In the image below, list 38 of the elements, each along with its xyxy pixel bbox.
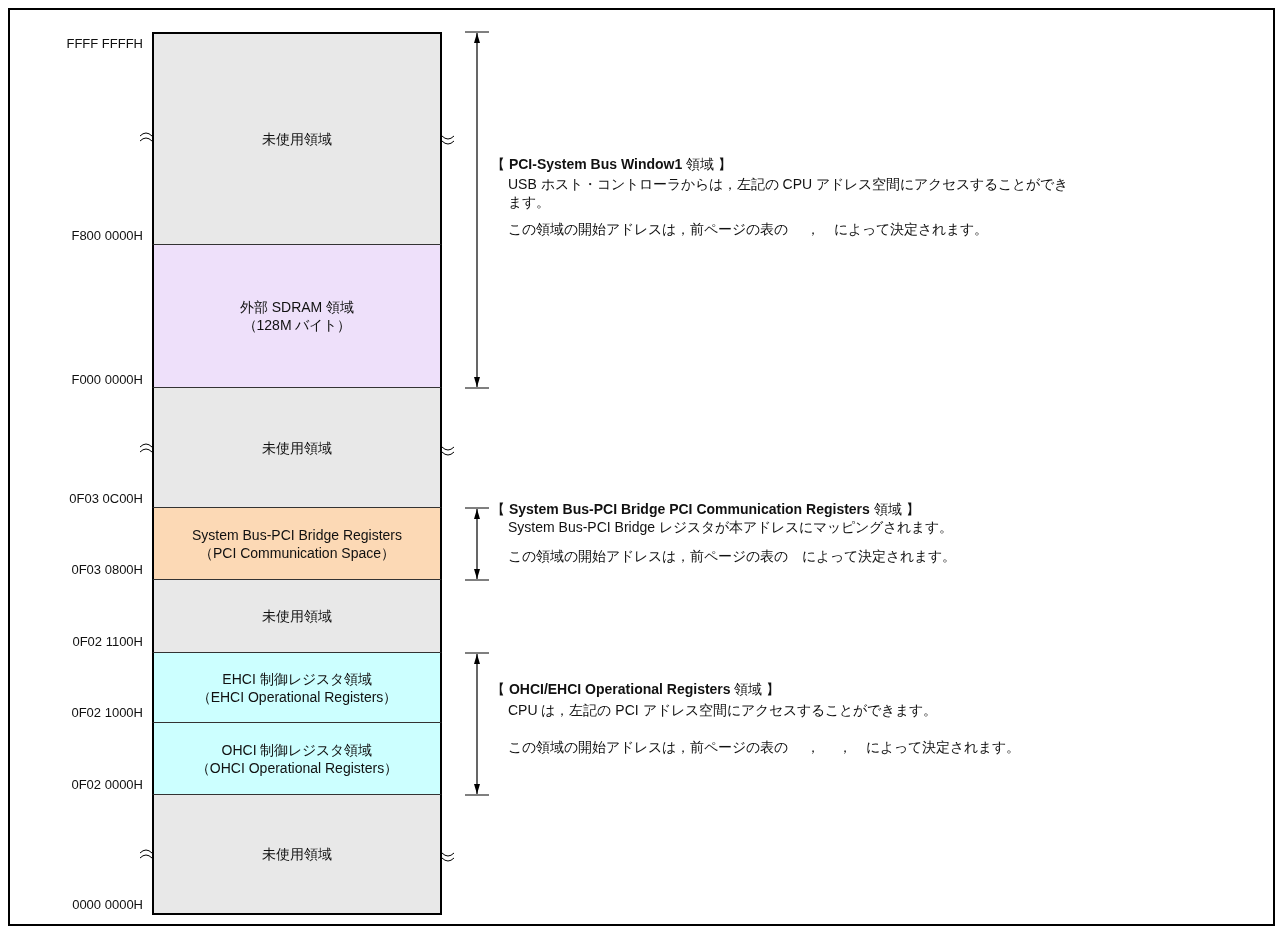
region-label: OHCI 制御レジスタ領域 [220,740,374,759]
region-label: 未使用領域 [261,845,333,863]
region-label: 未使用領域 [261,130,333,148]
address-label: 0F02 1100H [72,634,143,650]
note-text: System Bus-PCI Bridge レジスタが本アドレスにマッピングされます。 [508,518,954,536]
region-label: （PCI Communication Space） [197,543,397,562]
memory-region [152,795,442,915]
memory-region [152,388,442,508]
memory-region [152,580,442,653]
section-heading: 【 System Bus-PCI Bridge PCI Communication Registers 領域 】 [491,500,921,518]
address-label: 0F02 1000H [71,705,143,721]
region-label: （OHCI Operational Registers） [194,758,400,777]
memory-region [152,245,442,388]
address-label: F800 0000H [71,228,143,244]
region-label: 未使用領域 [261,438,333,457]
region-label: EHCI 制御レジスタ領域 [221,669,373,688]
address-label: 0F02 0000H [71,777,143,793]
region-label: （128M バイト） [241,316,353,334]
memory-region [152,653,442,723]
address-label: F000 0000H [71,372,143,388]
region-label: （EHCI Operational Registers） [195,687,399,706]
note-text: CPU は，左記の PCI アドレス空間にアクセスすることができます。 [508,701,938,719]
note-text: この領域の開始アドレスは，前ページの表の ， によって決定されます。 [508,220,989,238]
address-label: FFFF FFFFH [66,36,143,52]
note-text: この領域の開始アドレスは，前ページの表の ， ， によって決定されます。 [508,738,1021,756]
memory-region [152,32,442,245]
address-label: 0F03 0C00H [69,491,143,507]
region-label: System Bus-PCI Bridge Registers [190,525,404,544]
note-text: USB ホスト・コントローラからは，左記の CPU アドレス空間にアクセスすることができます。 [508,175,1068,211]
address-label: 0000 0000H [72,897,143,913]
memory-region [152,508,442,580]
note-text: この領域の開始アドレスは，前ページの表の によって決定されます。 [508,547,957,565]
memory-region [152,723,442,795]
section-heading: 【 PCI-System Bus Window1 領域 】 [491,155,734,173]
region-label: 外部 SDRAM 領域 [238,298,356,316]
section-heading: 【 OHCI/EHCI Operational Registers 領域 】 [491,680,782,698]
region-label: 未使用領域 [261,607,333,625]
address-label: 0F03 0800H [71,562,143,578]
